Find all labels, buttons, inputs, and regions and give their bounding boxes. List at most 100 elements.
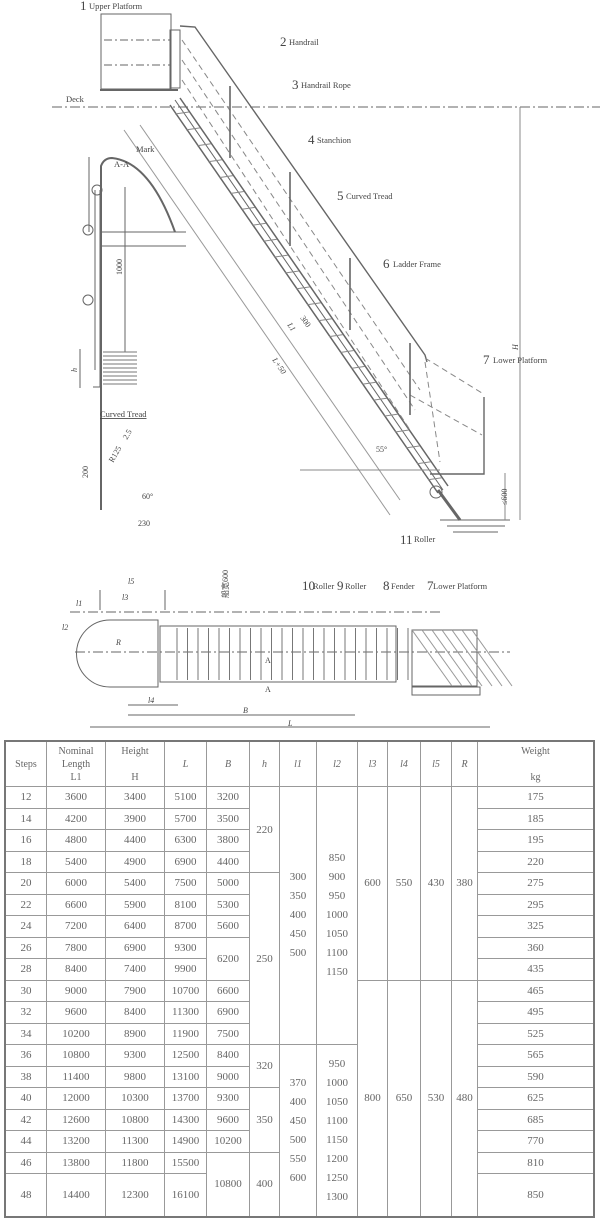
curved-tread-title: Curved Tread	[100, 409, 147, 419]
cell-L: 5700	[164, 807, 207, 830]
cell-weight: 770	[477, 1130, 595, 1153]
cell-height: 9800	[105, 1065, 165, 1088]
mark-label: Mark	[136, 144, 155, 154]
L-plus-dim: L+50	[270, 355, 288, 376]
cell-steps: 18	[4, 850, 47, 873]
tread	[328, 334, 344, 338]
cell-B: 5300	[206, 893, 250, 916]
cell-B: 6200	[206, 936, 250, 981]
svg-text:Roller: Roller	[414, 534, 435, 544]
cell-nominal-length: 11400	[46, 1065, 106, 1088]
lower-platform	[430, 397, 485, 475]
cell-l3: 600	[357, 786, 388, 981]
cell-weight: 435	[477, 958, 595, 981]
tread-thickness: 2.5	[121, 428, 134, 441]
plan-width-note: 船宽600	[220, 570, 230, 598]
cell-l4: 550	[387, 786, 421, 981]
cell-height: 11300	[105, 1130, 165, 1153]
cell-L: 8100	[164, 893, 207, 916]
cell-L: 14900	[164, 1130, 207, 1153]
cell-height: 12300	[105, 1173, 165, 1218]
svg-text:Stanchion: Stanchion	[317, 135, 352, 145]
H-dim: H	[511, 343, 520, 351]
tread	[262, 238, 278, 242]
cell-L: 14300	[164, 1108, 207, 1131]
cell-nominal-length: 9000	[46, 979, 106, 1002]
cell-steps: 28	[4, 958, 47, 981]
tread-angle: 60°	[142, 492, 153, 501]
tread-pitch-dim: 300	[298, 314, 312, 329]
cell-steps: 40	[4, 1087, 47, 1110]
plan-l3: l3	[122, 593, 128, 602]
cell-weight: 525	[477, 1022, 595, 1045]
svg-text:7: 7	[483, 352, 490, 367]
plan-R: R	[115, 638, 121, 647]
cell-steps: 38	[4, 1065, 47, 1088]
cell-B: 9600	[206, 1108, 250, 1131]
cell-steps: 42	[4, 1108, 47, 1131]
svg-text:1: 1	[80, 0, 87, 13]
handrail-ropes	[181, 39, 483, 463]
svg-text:Fender: Fender	[391, 581, 415, 591]
cell-L: 12500	[164, 1044, 207, 1067]
section-mark-a2: A	[265, 685, 271, 694]
cell-height: 3400	[105, 786, 165, 809]
cell-weight: 175	[477, 786, 595, 809]
cell-h: 320	[249, 1044, 280, 1088]
cell-B: 3500	[206, 807, 250, 830]
cell-l5: 430	[420, 786, 452, 981]
cell-B: 6600	[206, 979, 250, 1002]
col-l3: l3	[357, 740, 388, 787]
cell-weight: 195	[477, 829, 595, 852]
cell-height: 4900	[105, 850, 165, 873]
cell-steps: 20	[4, 872, 47, 895]
cell-L: 6300	[164, 829, 207, 852]
cell-nominal-length: 6600	[46, 893, 106, 916]
section-height-dim: 1000	[115, 259, 124, 275]
cell-steps: 22	[4, 893, 47, 916]
cell-L: 9300	[164, 936, 207, 959]
col-R: R	[451, 740, 478, 787]
cell-nominal-length: 13200	[46, 1130, 106, 1153]
col-B: B	[206, 740, 250, 787]
tread	[361, 381, 377, 385]
clearance-dim: ≤600	[500, 489, 509, 505]
cell-steps: 34	[4, 1022, 47, 1045]
svg-text:Curved Tread: Curved Tread	[346, 191, 393, 201]
cell-height: 8900	[105, 1022, 165, 1045]
cell-h: 400	[249, 1151, 280, 1218]
cell-steps: 24	[4, 915, 47, 938]
cell-height: 8400	[105, 1001, 165, 1024]
col-steps: Steps	[4, 740, 47, 787]
cell-weight: 325	[477, 915, 595, 938]
cell-L: 13100	[164, 1065, 207, 1088]
cell-nominal-length: 4800	[46, 829, 106, 852]
cell-L: 13700	[164, 1087, 207, 1110]
cell-B: 8400	[206, 1044, 250, 1067]
platform-hatch	[451, 629, 493, 687]
cell-steps: 26	[4, 936, 47, 959]
svg-text:9: 9	[337, 578, 344, 593]
tread	[196, 143, 212, 147]
tread	[295, 286, 311, 290]
cell-L: 6900	[164, 850, 207, 873]
cell-height: 6400	[105, 915, 165, 938]
cell-height: 10300	[105, 1087, 165, 1110]
cell-weight: 495	[477, 1001, 595, 1024]
section-mark-a: A	[265, 656, 271, 665]
svg-text:6: 6	[383, 256, 390, 271]
cell-nominal-length: 12000	[46, 1087, 106, 1110]
plan-B: B	[243, 706, 248, 715]
platform-hatch	[431, 629, 473, 687]
